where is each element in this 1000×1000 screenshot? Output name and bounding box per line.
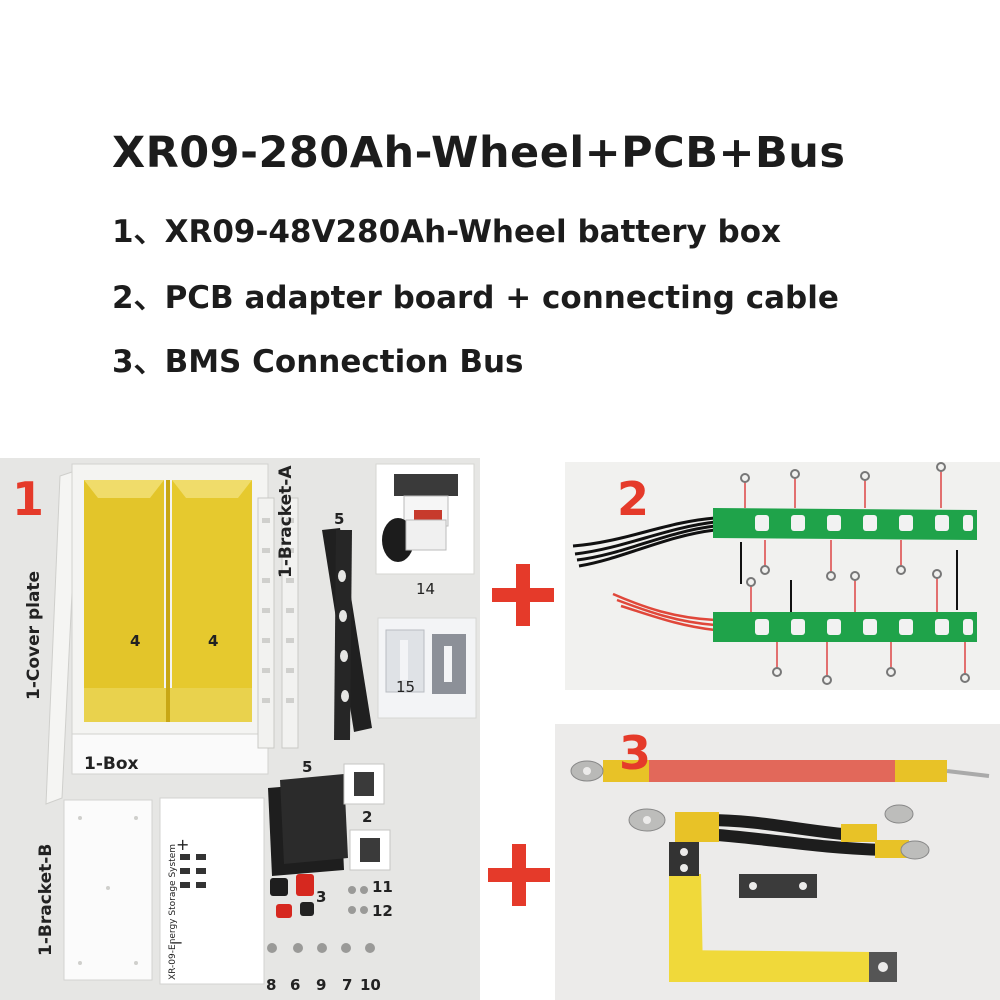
label-7: 7 [342,976,353,994]
device-text: XR-09-Energy Storage System [168,843,178,980]
label-5-sheets: 5 [302,758,313,776]
list-item-bms-bus: 3、BMS Connection Bus [112,344,524,380]
panel-number-3: 3 [619,726,652,780]
label-6: 6 [290,976,301,994]
list-item-pcb-adapter: 2、PCB adapter board + connecting cable [112,280,839,316]
bms-bus-photo: 3 [555,724,1000,1000]
label-3: 3 [316,888,327,906]
plus-icon-1 [492,564,554,626]
panel-number-2: 2 [617,472,650,526]
page-title: XR09-280Ah-Wheel+PCB+Bus [112,128,846,178]
label-2: 2 [362,808,373,826]
plus-icon-2 [488,844,550,906]
label-12: 12 [372,902,393,920]
box-label: 1-Box [84,754,139,774]
label-5-strips: 5 [334,510,345,528]
label-11: 11 [372,878,393,896]
battery-box-kit-photo: + − 1 1-Cover plate 1-Bracket-A 1-Bracke… [0,458,480,1000]
label-4-left: 4 [130,632,141,650]
label-10: 10 [360,976,381,994]
label-4-right: 4 [208,632,219,650]
battery-box-illustration: + − [45,463,477,985]
label-8: 8 [266,976,277,994]
panel-number-1: 1 [12,472,45,526]
pcb-illustration [572,462,977,685]
bracket-a-label: 1-Bracket-A [276,465,296,579]
svg-text:+: + [176,835,189,854]
cover-plate-label: 1-Cover plate [24,570,44,700]
label-9: 9 [316,976,327,994]
label-14: 14 [416,580,436,598]
pcb-adapter-photo: 2 [565,462,1000,690]
list-item-battery-box: 1、XR09-48V280Ah-Wheel battery box [112,214,781,250]
bracket-b-label: 1-Bracket-B [36,843,56,956]
bus-cable-illustration [570,760,990,982]
label-15: 15 [396,678,416,696]
svg-text:−: − [170,933,183,952]
